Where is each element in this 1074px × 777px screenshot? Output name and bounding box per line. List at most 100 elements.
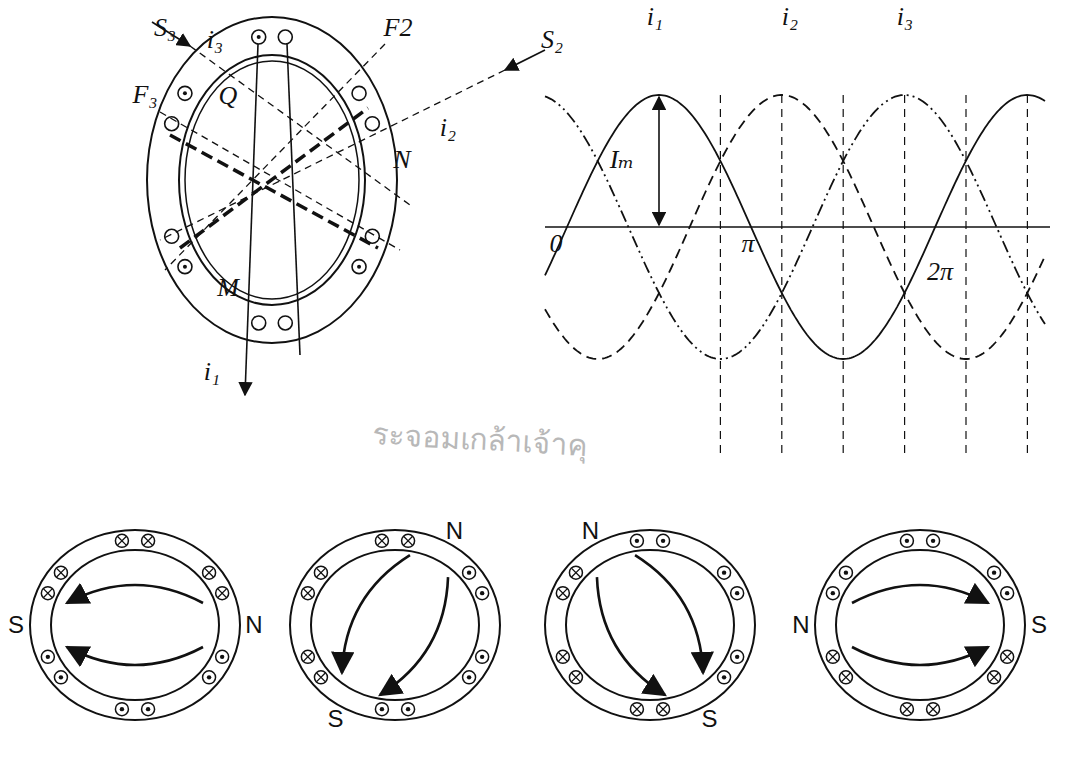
axis-tick: 0 xyxy=(550,231,563,257)
current-out-symbol xyxy=(826,587,839,600)
coil-slot xyxy=(178,260,192,274)
dot-mark xyxy=(120,707,124,711)
current-out-symbol xyxy=(1001,587,1014,600)
cross-mark xyxy=(572,568,581,577)
point-name: N xyxy=(393,147,410,173)
cross-mark xyxy=(659,705,668,714)
dot-mark xyxy=(59,675,63,679)
coil-slot xyxy=(278,316,292,330)
field-axis xyxy=(160,112,400,250)
current-out-symbol xyxy=(54,671,67,684)
cross-mark xyxy=(304,589,313,598)
flux-lines xyxy=(852,585,988,665)
current-name: i₁ xyxy=(647,4,663,30)
flux-arrow xyxy=(67,647,203,665)
current-out-symbol xyxy=(927,534,940,547)
cross-mark xyxy=(205,568,214,577)
axis-line xyxy=(190,46,410,205)
current-in-symbol xyxy=(569,566,582,579)
amplitude-label: Iₘ xyxy=(610,147,635,173)
coil-lead xyxy=(245,44,258,395)
dot-mark xyxy=(735,655,739,659)
dot-mark xyxy=(844,570,848,574)
flux-arrow xyxy=(852,585,988,603)
pole-label: N xyxy=(582,519,599,543)
current-in-symbol xyxy=(375,534,388,547)
dot-mark xyxy=(380,707,384,711)
current-in-symbol xyxy=(402,534,415,547)
time-marker xyxy=(720,95,721,455)
coil-connection xyxy=(180,108,368,248)
cross-mark xyxy=(404,537,413,546)
coil-slot xyxy=(365,117,379,131)
coil-slot xyxy=(352,260,366,274)
current-in-symbol xyxy=(569,671,582,684)
cross-mark xyxy=(829,653,838,662)
current-in-symbol xyxy=(314,566,327,579)
current-in-symbol xyxy=(54,566,67,579)
slot-dot xyxy=(183,265,187,269)
current-out-symbol xyxy=(142,703,155,716)
stator-outer xyxy=(815,530,1025,720)
dot-mark xyxy=(722,570,726,574)
current-in-symbol xyxy=(556,650,569,663)
stator-inner xyxy=(51,550,219,700)
coil-slot xyxy=(252,316,266,330)
current-out-symbol xyxy=(402,703,415,716)
dot-mark xyxy=(635,539,639,543)
coil-slot xyxy=(252,30,266,44)
flux-arrow xyxy=(326,546,410,673)
cross-mark xyxy=(317,568,326,577)
current-in-symbol xyxy=(988,671,1001,684)
current-out-symbol xyxy=(203,671,216,684)
coil-slot xyxy=(352,86,366,100)
flux-arrow xyxy=(635,546,719,673)
current-in-symbol xyxy=(314,671,327,684)
dot-mark xyxy=(831,591,835,595)
dot-mark xyxy=(905,539,909,543)
cross-mark xyxy=(559,589,568,598)
cross-mark xyxy=(990,673,999,682)
current-out-symbol xyxy=(657,534,670,547)
pole-label: S xyxy=(8,613,24,637)
axis-tick: π xyxy=(741,231,754,257)
current-name: i₁ xyxy=(204,359,220,385)
flux-lines xyxy=(581,546,718,704)
current-in-symbol xyxy=(115,534,128,547)
flux-arrow xyxy=(67,585,203,603)
flux-arrow xyxy=(581,577,665,704)
flux-arrow xyxy=(852,647,988,665)
current-wave xyxy=(545,95,1045,359)
axis-arrow xyxy=(505,50,545,70)
pole-label: S xyxy=(1031,613,1047,637)
current-out-symbol xyxy=(463,671,476,684)
time-marker xyxy=(904,95,905,455)
dot-mark xyxy=(467,675,471,679)
current-in-symbol xyxy=(900,703,913,716)
dot-mark xyxy=(735,591,739,595)
slot-dot xyxy=(183,91,187,95)
time-marker xyxy=(843,95,844,455)
current-in-symbol xyxy=(216,587,229,600)
current-out-symbol xyxy=(463,566,476,579)
axis-line xyxy=(160,70,505,240)
current-out-symbol xyxy=(839,566,852,579)
current-in-symbol xyxy=(826,650,839,663)
current-name: i₃ xyxy=(897,4,913,30)
time-marker xyxy=(781,95,782,455)
current-out-symbol xyxy=(718,671,731,684)
pole-label: S xyxy=(327,707,343,731)
current-out-symbol xyxy=(718,566,731,579)
amplitude-arrow xyxy=(658,97,660,225)
cross-mark xyxy=(218,589,227,598)
dot-mark xyxy=(480,591,484,595)
stator-outer xyxy=(147,17,397,343)
stator-outer xyxy=(545,530,755,720)
current-out-symbol xyxy=(476,587,489,600)
cross-mark xyxy=(633,705,642,714)
stator-inner xyxy=(311,550,479,700)
flux-arrow xyxy=(380,577,464,704)
dot-mark xyxy=(146,707,150,711)
point-name: Q xyxy=(219,83,238,109)
